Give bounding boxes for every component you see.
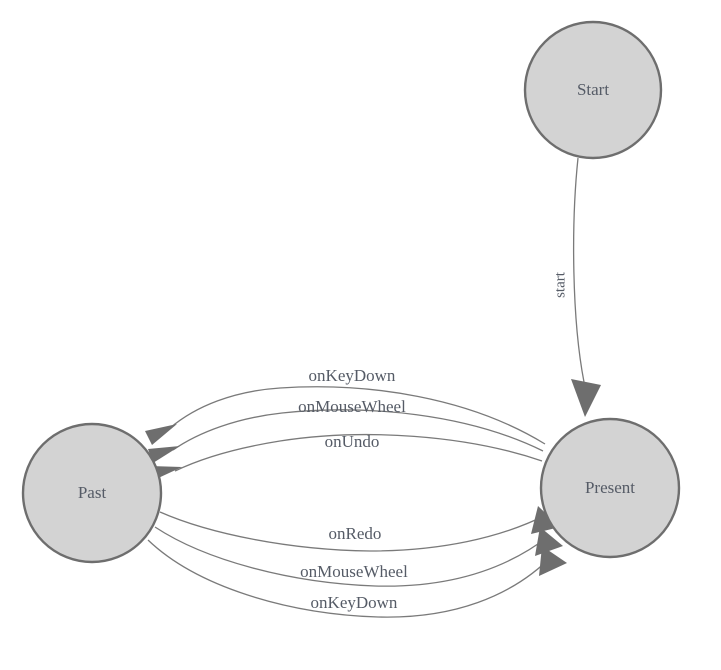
node-start-label: Start [577, 80, 609, 99]
edge-path-present-past-1 [169, 386, 546, 445]
edge-present-to-past-onkeydown[interactable] [145, 386, 546, 445]
node-start-circle [523, 20, 663, 160]
edge-path-past-present-1 [159, 511, 547, 552]
node-past-label: Past [78, 483, 107, 502]
node-present-label: Present [585, 478, 635, 497]
node-past[interactable]: Past [21, 422, 163, 564]
edge-present-to-past-onmousewheel[interactable] [148, 409, 544, 463]
edge-label-past-present-onkeydown: onKeyDown [311, 593, 398, 612]
edge-path-present-past-3 [174, 434, 543, 472]
edge-arrowhead-present-past-2 [148, 446, 180, 463]
node-present-circle [539, 417, 681, 559]
edge-label-past-present-onredo: onRedo [329, 524, 382, 543]
edge-label-past-present-onmousewheel: onMouseWheel [300, 562, 408, 581]
edge-label-start: start [552, 271, 568, 298]
node-past-circle [21, 422, 163, 564]
edge-path-start-present [573, 157, 585, 383]
edge-label-present-past-onmousewheel: onMouseWheel [298, 397, 406, 416]
edge-arrowhead-present-past-1 [145, 424, 177, 445]
edge-arrowhead-past-present-3 [539, 546, 567, 576]
edge-past-to-present-onkeydown[interactable] [147, 539, 567, 618]
edge-start-to-present[interactable] [571, 157, 601, 417]
edge-label-present-past-onundo: onUndo [325, 432, 380, 451]
edge-path-past-present-3 [147, 539, 554, 618]
edge-path-past-present-2 [154, 526, 550, 587]
edge-path-present-past-2 [172, 409, 544, 452]
node-start[interactable]: Start [523, 20, 663, 160]
node-present[interactable]: Present [539, 417, 681, 559]
edge-arrowhead-start-present [571, 379, 601, 417]
edge-label-present-past-onkeydown: onKeyDown [309, 366, 396, 385]
